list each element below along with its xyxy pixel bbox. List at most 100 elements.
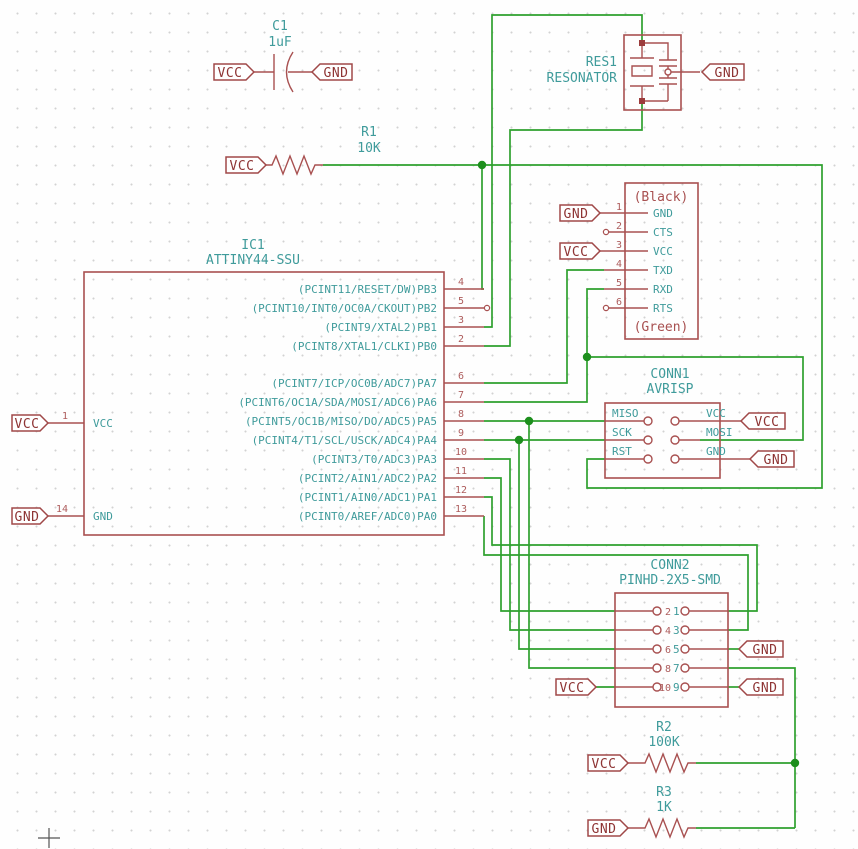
r1-vcc-label: [225, 156, 268, 174]
wire-conn2-r2r3: [728, 667, 796, 828]
ic1-vcc-label: [11, 414, 50, 432]
serial-pin-number: 5: [616, 278, 622, 289]
conn2-ref: CONN2: [650, 558, 689, 573]
serial-gnd-label: [559, 204, 602, 222]
component-conn2[interactable]: CONN2 PINHD-2X5-SMD 2 4 6 8 10 1 3 5 7 9…: [555, 558, 784, 708]
serial-top-note: (Black): [634, 190, 689, 205]
serial-gnd-label-text: GND: [564, 207, 589, 222]
r2-vcc-label-text: VCC: [592, 757, 617, 772]
ic1-pin-number: 5: [458, 296, 464, 307]
conn2-pin-number: 6: [665, 645, 671, 656]
wire-txd-pa7: [484, 269, 604, 384]
wire-xtal1: [484, 101, 643, 347]
c1-ref: C1: [272, 19, 288, 34]
ic1-pin-number: 14: [56, 504, 68, 515]
wire-miso-conn2: [528, 421, 615, 669]
serial-pin-number: 1: [616, 202, 622, 213]
serial-bottom-note: (Green): [634, 320, 689, 335]
ic1-pin-name: (PCINT7/ICP/OC0B/ADC7)PA7: [271, 377, 437, 390]
component-r1[interactable]: R1 10K VCC: [225, 125, 381, 176]
serial-pin-number: 3: [616, 240, 622, 251]
c1-vcc-label-text: VCC: [218, 66, 243, 81]
serial-pin-name: VCC: [653, 245, 673, 258]
res1-ref: RES1: [586, 55, 617, 70]
ic1-pin-name: (PCINT1/AIN0/ADC1)PA1: [298, 491, 437, 504]
r1-vcc-label-text: VCC: [230, 159, 255, 174]
ic1-vcc-label-text: VCC: [15, 417, 40, 432]
wire-reset-net: [323, 164, 823, 489]
ic1-gnd-label-text: GND: [15, 510, 40, 525]
ic1-pin-name: (PCINT5/OC1B/MISO/DO/ADC5)PA5: [245, 415, 437, 428]
conn2-pin-number: 5: [673, 643, 680, 656]
ic1-pin-number: 8: [458, 409, 464, 420]
ic1-pin-name: GND: [93, 510, 113, 523]
resistor-symbol: [628, 817, 696, 839]
ic1-gnd-label: [11, 507, 50, 525]
serial-pin-name: CTS: [653, 226, 673, 239]
r2-value: 100K: [648, 735, 679, 750]
resistor-symbol: [628, 752, 696, 774]
conn2-pin-number: 7: [673, 662, 680, 675]
ic1-pin-name: (PCINT10/INT0/OC0A/CKOUT)PB2: [252, 302, 437, 315]
ic1-pin-name: (PCINT4/T1/SCL/USCK/ADC4)PA4: [252, 434, 438, 447]
component-conn1[interactable]: CONN1 AVRISP MISO SCK RST VCC MOSI GND V…: [604, 367, 795, 479]
conn2-gnd-label-text: GND: [753, 681, 778, 696]
capacitor-symbol: [254, 51, 312, 93]
res1-value: RESONATOR: [547, 71, 618, 86]
conn1-pin-name: MISO: [612, 407, 639, 420]
wire-sck-conn2: [518, 440, 615, 650]
r1-ref: R1: [361, 125, 377, 140]
conn1-ref: CONN1: [650, 367, 689, 382]
conn1-vcc-label-text: VCC: [755, 415, 780, 430]
resonator-pin-pad: [639, 40, 645, 46]
component-c1[interactable]: C1 1uF VCC GND: [213, 19, 353, 93]
component-r3[interactable]: R3 1K GND: [587, 785, 696, 839]
net-wires[interactable]: [323, 14, 823, 829]
conn1-vcc-label: [739, 412, 786, 430]
res1-gnd-label-text: GND: [715, 66, 740, 81]
component-r2[interactable]: R2 100K VCC: [587, 720, 696, 774]
ic1-pin-number: 3: [458, 315, 464, 326]
ic1-pin-number: 2: [458, 334, 464, 345]
resonator-pin: [664, 68, 672, 76]
ic1-pin-number: 6: [458, 371, 464, 382]
conn2-vcc-label: [555, 678, 598, 696]
conn1-gnd-label: [748, 450, 795, 468]
conn2-pin-number: 1: [673, 605, 680, 618]
component-serial-header[interactable]: (Black) (Green) 1 2 3 4 5 6 GND CTS VCC …: [559, 182, 699, 340]
ic1-pin-name: (PCINT11/RESET/DW)PB3: [298, 283, 437, 296]
junction-dot: [514, 435, 524, 445]
resonator-crystal: [630, 43, 654, 101]
conn1-pin-name: SCK: [612, 426, 632, 439]
ic1-pin-number: 11: [455, 466, 467, 477]
conn2-pin-number: 4: [665, 626, 671, 637]
conn1-gnd-label-text: GND: [764, 453, 789, 468]
ic1-pin-number: 13: [455, 504, 467, 515]
conn1-value: AVRISP: [647, 382, 694, 397]
res1-gnd-label: [700, 63, 745, 81]
ic1-pin-number: 12: [455, 485, 467, 496]
serial-pin-number: 2: [616, 221, 622, 232]
conn2-body: [614, 592, 729, 708]
ic1-pin-number: 1: [62, 411, 68, 422]
conn2-value: PINHD-2X5-SMD: [619, 573, 721, 588]
wire-pa1: [484, 496, 758, 612]
ic1-ref: IC1: [241, 238, 264, 253]
junction-dot: [582, 352, 592, 362]
conn2-vcc-label-text: VCC: [560, 681, 585, 696]
serial-pin-name: GND: [653, 207, 673, 220]
component-res1[interactable]: RES1 RESONATOR GND: [547, 34, 745, 111]
conn2-gnd-label-text: GND: [753, 643, 778, 658]
conn1-pin-name: RST: [612, 445, 632, 458]
conn2-pin-number: 8: [665, 664, 671, 675]
c1-gnd-label-text: GND: [324, 66, 349, 81]
component-ic1[interactable]: IC1 ATTINY44-SSU 4 5 3 2 6 7 8 9 10 11 1…: [11, 238, 491, 536]
serial-pin-name: RTS: [653, 302, 673, 315]
serial-body: [624, 182, 699, 340]
c1-vcc-label: [213, 63, 256, 81]
serial-vcc-label: [559, 242, 602, 260]
ic1-pin-name: (PCINT6/OC1A/SDA/MOSI/ADC6)PA6: [238, 396, 437, 409]
ic1-pin-name: (PCINT9/XTAL2)PB1: [324, 321, 437, 334]
r2-vcc-label: [587, 754, 630, 772]
